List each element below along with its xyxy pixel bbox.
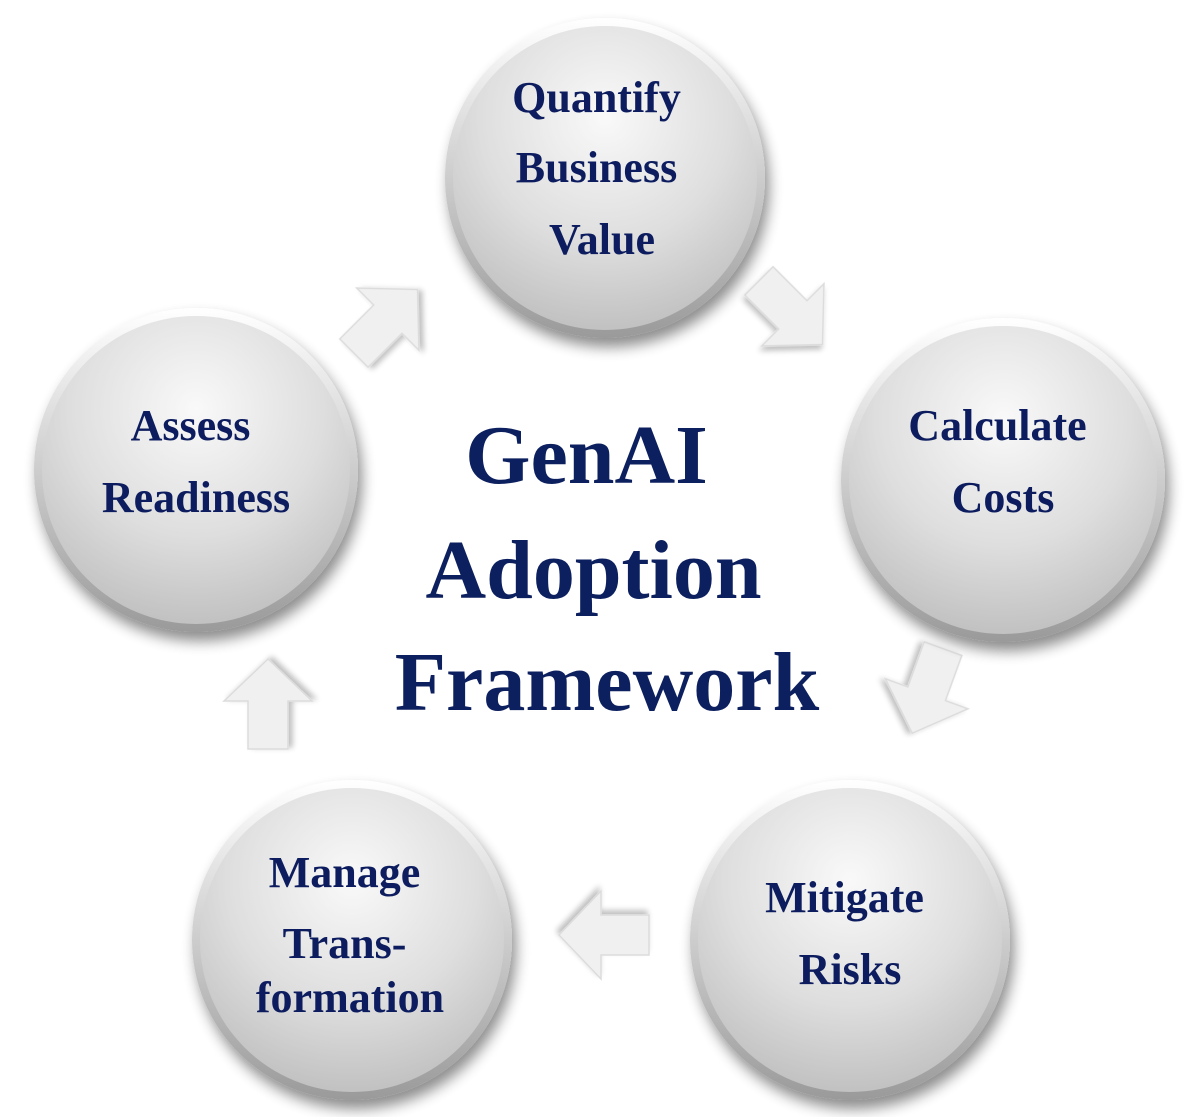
arrows-group	[222, 265, 970, 981]
node-label-line: Trans-	[283, 919, 407, 968]
node-manage-transformation: Manage Trans- formation	[192, 780, 512, 1100]
center-title-line: GenAI	[465, 409, 708, 502]
node-mitigate-risks: Mitigate Risks	[690, 780, 1010, 1100]
svg-text:Assess Readiness: Assess Readiness	[102, 401, 290, 522]
block-arrow-icon	[883, 640, 970, 735]
node-label-line: Assess	[131, 401, 251, 450]
block-arrow-icon	[338, 287, 420, 369]
node-quantify-business-value: Quantify Business Value	[445, 18, 765, 338]
svg-text:GenAI Adoption Fra: GenAI Adoption Framework	[395, 409, 820, 729]
node-calculate-costs: Calculate Costs	[841, 318, 1165, 642]
svg-text:Manage Trans- form: Manage Trans- formation	[256, 848, 444, 1022]
block-arrow-icon	[557, 889, 650, 981]
center-title: GenAI Adoption Framework	[395, 409, 820, 729]
node-label-line: formation	[256, 973, 444, 1022]
block-arrow-icon	[743, 265, 825, 347]
node-label-line: Quantify	[512, 73, 681, 122]
node-circle	[42, 316, 350, 624]
node-circle	[849, 326, 1157, 634]
node-label-line: Business	[516, 143, 677, 192]
node-label-line: Risks	[799, 945, 902, 994]
node-circle	[698, 788, 1002, 1092]
svg-text:Quantify Business: Quantify Business Value	[512, 73, 692, 264]
svg-text:Calculate Costs: Calculate Costs	[908, 401, 1097, 522]
center-title-line: Adoption	[425, 524, 761, 617]
center-title-line: Framework	[395, 636, 820, 729]
block-arrow-icon	[222, 657, 314, 750]
node-label-line: Mitigate	[765, 873, 924, 922]
node-assess-readiness: Assess Readiness	[34, 308, 358, 632]
node-label-line: Readiness	[102, 473, 290, 522]
node-label-line: Calculate	[908, 401, 1086, 450]
node-label-line: Costs	[952, 473, 1055, 522]
node-label-line: Value	[549, 215, 655, 264]
svg-text:Mitigate Risks: Mitigate Risks	[765, 873, 935, 994]
node-label-line: Manage	[269, 848, 421, 897]
node-circle	[453, 26, 757, 330]
node-circle	[200, 788, 504, 1092]
